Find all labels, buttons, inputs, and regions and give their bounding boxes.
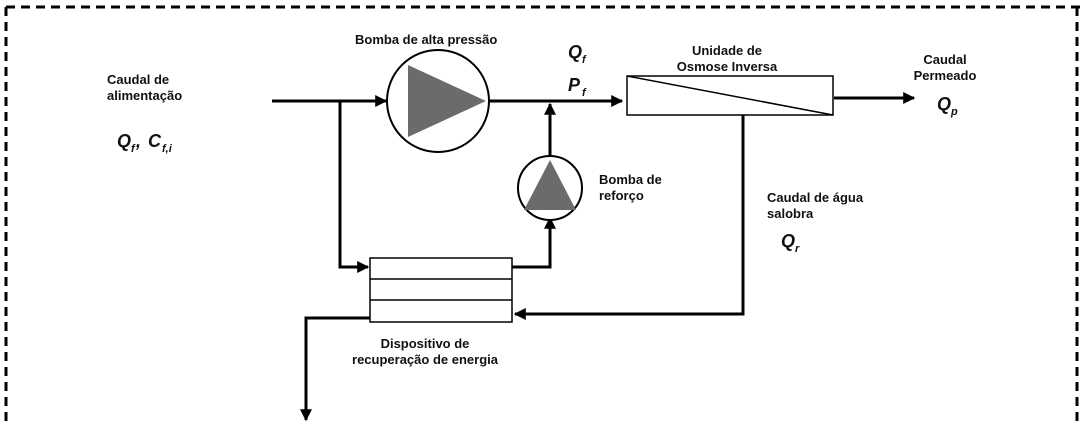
- feed-separator: ,: [135, 131, 141, 151]
- feed-symbols: Q f , C f,i: [117, 131, 173, 155]
- pump-triangle-icon: [408, 65, 486, 137]
- feed-flow-label-line1: Caudal de: [107, 72, 169, 87]
- energy-recovery-device: [369, 257, 513, 323]
- permeate-q-symbol: Q: [937, 94, 951, 114]
- feed-flow-label-line2: alimentação: [107, 88, 182, 103]
- brine-q-symbol: Q: [781, 231, 795, 251]
- pump-out-q-subscript: f: [582, 54, 587, 66]
- brine-q-subscript: r: [795, 243, 800, 255]
- pump-out-symbols: Q f P f: [568, 42, 587, 99]
- high-pressure-pump-label: Bomba de alta pressão: [355, 32, 497, 47]
- permeate-symbols: Q p: [937, 94, 958, 118]
- brine-label-line1: Caudal de água: [767, 190, 864, 205]
- erd-to-booster-arrow: [512, 216, 556, 269]
- feed-c-subscript: f,i: [162, 143, 173, 155]
- pump-out-p-subscript: f: [582, 87, 587, 99]
- brine-label-line2: salobra: [767, 206, 814, 221]
- pump-out-p-symbol: P: [568, 75, 581, 95]
- high-pressure-pump: [386, 49, 490, 153]
- ro-unit-label-line2: Osmose Inversa: [677, 59, 778, 74]
- ro-unit: [626, 75, 834, 116]
- erd-label-line1: Dispositivo de: [381, 336, 470, 351]
- pump-out-q-symbol: Q: [568, 42, 582, 62]
- booster-triangle-icon: [524, 160, 576, 210]
- booster-pump-label-line2: reforço: [599, 188, 644, 203]
- booster-pump: [517, 155, 583, 221]
- feed-q-subscript: f: [131, 143, 136, 155]
- brine-symbols: Q r: [781, 231, 800, 255]
- brine-to-erd-arrow: [513, 115, 745, 320]
- permeate-q-subscript: p: [950, 106, 958, 118]
- erd-discharge-arrow: [300, 316, 370, 422]
- erd-label-line2: recuperação de energia: [352, 352, 499, 367]
- booster-pump-label-line1: Bomba de: [599, 172, 662, 187]
- flow-lines: [272, 92, 916, 422]
- permeate-label-line2: Permeado: [914, 68, 977, 83]
- ro-unit-label-line1: Unidade de: [692, 43, 762, 58]
- dashed-frame: [4, 5, 1084, 427]
- feed-to-erd-arrow: [338, 101, 370, 273]
- permeate-label-line1: Caudal: [923, 52, 966, 67]
- feed-c-symbol: C: [148, 131, 162, 151]
- feed-q-symbol: Q: [117, 131, 131, 151]
